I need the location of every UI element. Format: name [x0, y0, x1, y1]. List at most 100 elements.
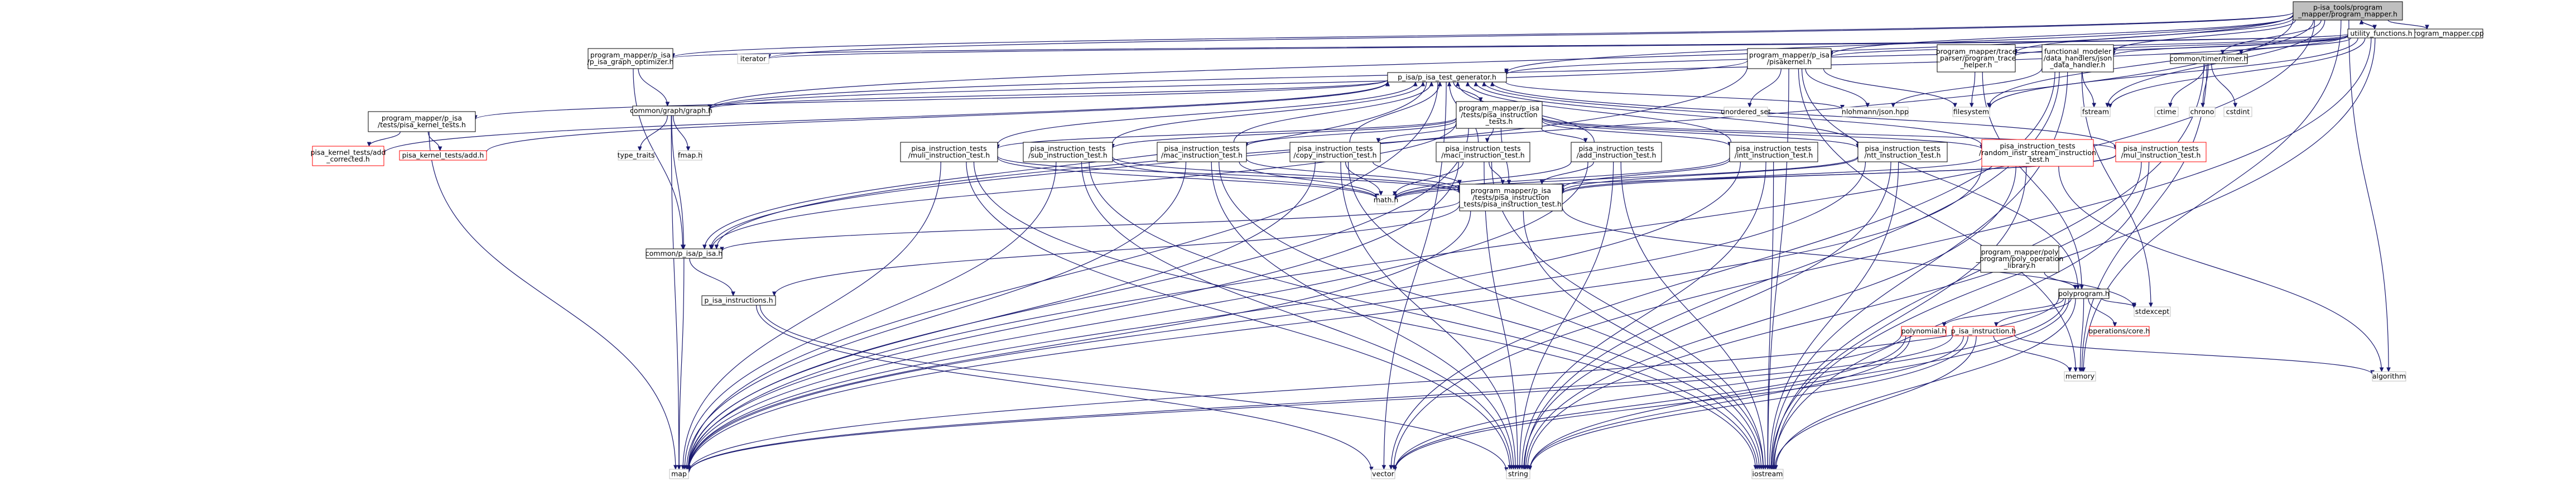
node-memory[interactable]: memory: [2064, 371, 2096, 382]
edge-add-to-string: [1520, 161, 1614, 469]
edge-root-to-algorithm: [2348, 20, 2389, 372]
node-mac[interactable]: pisa_instruction_tests/mac_instruction_t…: [1157, 142, 1247, 162]
node-pisa_instr_test[interactable]: program_mapper/p_isa/tests/pisa_instruct…: [1459, 184, 1563, 211]
node-label-timer-0: common/timer/timer.h: [2170, 55, 2248, 63]
node-ctime[interactable]: ctime: [2154, 107, 2179, 117]
edge-add-to-pisa_instr_test: [1542, 161, 1595, 184]
node-chrono[interactable]: chrono: [2189, 107, 2216, 117]
node-muli[interactable]: pisa_instruction_tests/muli_instruction_…: [900, 142, 998, 162]
node-box-kernel_tests: [368, 111, 476, 132]
node-unordered_set[interactable]: unordered_set: [1721, 107, 1771, 117]
node-map[interactable]: map: [669, 469, 689, 479]
edge-polyprogram-to-memory: [2080, 298, 2084, 372]
node-stdexcept[interactable]: stdexcept: [2134, 306, 2171, 317]
node-label-copy-0: pisa_instruction_tests: [1297, 145, 1373, 153]
node-polynomial[interactable]: polynomial.h: [1901, 326, 1947, 336]
node-label-ntt-0: pisa_instruction_tests: [1865, 145, 1940, 153]
node-add_corrected[interactable]: pisa_kernel_tests/add_corrected.h: [311, 146, 386, 166]
node-p_isa_instructions[interactable]: p_isa_instructions.h: [701, 295, 776, 306]
node-iterator[interactable]: iterator: [737, 54, 769, 64]
node-graph_opt[interactable]: program_mapper/p_isa/p_isa_graph_optimiz…: [588, 48, 674, 69]
node-box-memory: [2064, 371, 2096, 382]
node-add[interactable]: pisa_instruction_tests/add_instruction_t…: [1571, 142, 1662, 162]
edge-root-to-mapper_cpp: [2387, 20, 2427, 29]
edge-utility-to-graph_opt: [673, 33, 2348, 58]
node-kernel_tests[interactable]: program_mapper/p_isa/tests/pisa_kernel_t…: [368, 111, 476, 132]
edge-kernel_tests-to-map: [428, 131, 676, 469]
edge-p_isa_instruction-to-memory: [1993, 335, 2070, 372]
node-box-iterator: [737, 54, 769, 64]
node-vector[interactable]: vector: [1371, 469, 1395, 479]
node-timer[interactable]: common/timer/timer.h: [2170, 54, 2248, 64]
node-ntt[interactable]: pisa_instruction_tests/ntt_instruction_t…: [1857, 142, 1948, 162]
node-box-maci: [1436, 142, 1530, 162]
node-label-pisa_instr_test-2: _tests/pisa_instruction_test.h: [1460, 200, 1562, 208]
node-box-mul: [2115, 142, 2207, 162]
node-poly_lib[interactable]: program_mapper/poly_program/poly_operati…: [1976, 245, 2064, 273]
node-utility[interactable]: utility_functions.h: [2347, 28, 2415, 39]
node-json_handler[interactable]: functional_modeler/data_handlers/json_da…: [2041, 44, 2114, 73]
node-label-add_corrected-1: _corrected.h: [326, 155, 370, 163]
node-polyprogram[interactable]: polyprogram.h: [2058, 288, 2110, 299]
node-filesystem[interactable]: filesystem: [1952, 107, 1990, 117]
node-test_gen[interactable]: p_isa/p_isa_test_generator.h: [1387, 72, 1507, 83]
node-mul[interactable]: pisa_instruction_tests/mul_instruction_t…: [2115, 142, 2207, 162]
node-string[interactable]: string: [1506, 469, 1530, 479]
node-label-muli-1: /muli_instruction_test.h: [908, 151, 990, 160]
edge-instr_tests-to-intt: [1542, 121, 1730, 146]
node-box-intt: [1729, 142, 1818, 162]
edge-copy-to-map: [688, 161, 1316, 469]
node-random_mix[interactable]: pisa_instruction_tests/random_instr_stre…: [1979, 139, 2096, 167]
node-graph_h[interactable]: common/graph/graph.h: [630, 105, 712, 116]
edge-utility-to-root: [2361, 20, 2375, 30]
node-operations_core[interactable]: operations/core.h: [2089, 326, 2150, 336]
node-fmap[interactable]: fmap.h: [678, 150, 702, 161]
node-pisakernel[interactable]: program_mapper/p_isa/pisakernel.h: [1747, 48, 1832, 69]
edge-test_gen-to-p_isa_h: [705, 81, 1427, 249]
node-cstdint[interactable]: cstdint: [2223, 107, 2252, 117]
node-box-nlohmann: [1842, 107, 1909, 117]
edge-p_isa_instructions-to-string: [759, 305, 1506, 471]
node-label-polyprogram-0: polyprogram.h: [2058, 290, 2110, 298]
node-label-fstream-0: fstream: [2082, 108, 2109, 116]
node-label-json_handler-0: functional_modeler: [2044, 47, 2112, 56]
node-label-kernel_tests-1: /tests/pisa_kernel_tests.h: [378, 121, 466, 129]
node-box-chrono: [2189, 107, 2216, 117]
node-p_isa_h[interactable]: common/p_isa/p_isa.h: [646, 248, 723, 259]
node-iostream[interactable]: iostream: [1751, 469, 1784, 479]
node-box-fstream: [2081, 107, 2111, 117]
node-label-p_isa_instruction-0: p_isa_instruction.h: [1951, 327, 2016, 335]
node-kernel_add[interactable]: pisa_kernel_tests/add.h: [399, 150, 487, 161]
edge-p_isa_instructions-to-vector: [755, 305, 1371, 471]
node-algorithm[interactable]: algorithm: [2372, 371, 2406, 382]
edge-test_gen-to-instr_tests: [1453, 81, 1480, 102]
node-instr_tests[interactable]: program_mapper/p_isa/tests/pisa_instruct…: [1456, 101, 1543, 129]
edge-add-to-math: [1395, 161, 1572, 198]
edge-muli-to-math: [997, 157, 1377, 199]
edge-test_gen-to-map: [688, 81, 1438, 469]
node-maci[interactable]: pisa_instruction_tests/maci_instruction_…: [1436, 142, 1530, 162]
node-nlohmann[interactable]: nlohmann/json.hpp: [1842, 107, 1909, 117]
node-type_traits[interactable]: type_traits: [618, 150, 655, 161]
node-label-random_mix-2: _test.h: [2025, 155, 2049, 163]
node-math[interactable]: math.h: [1374, 195, 1399, 205]
node-label-intt-1: /intt_instruction_test.h: [1735, 151, 1813, 160]
node-mapper_cpp[interactable]: program_mapper.cpp: [2409, 28, 2484, 39]
edge-mac-to-iostream: [1219, 161, 1759, 469]
edge-utility-to-filesystem: [1990, 37, 2358, 108]
edge-polyprogram-to-polynomial: [1944, 298, 2064, 326]
edge-mac-to-test_gen: [1233, 82, 1431, 143]
node-label-instr_tests-0: program_mapper/p_isa: [1459, 104, 1539, 112]
node-label-mapper_cpp-0: program_mapper.cpp: [2409, 29, 2484, 37]
edge-p_isa_h-to-p_isa_instructions: [689, 258, 733, 296]
node-p_isa_instruction[interactable]: p_isa_instruction.h: [1951, 326, 2016, 336]
node-label-json_handler-2: _data_handler.h: [2049, 61, 2105, 69]
node-fstream[interactable]: fstream: [2081, 107, 2111, 117]
edge-trace_parser-to-filesystem: [1972, 71, 1976, 107]
edge-timer-to-cstdint: [2211, 63, 2236, 107]
node-intt[interactable]: pisa_instruction_tests/intt_instruction_…: [1729, 142, 1818, 162]
node-copy[interactable]: pisa_instruction_tests/copy_instruction_…: [1289, 142, 1381, 162]
node-trace_parser[interactable]: program_mapper/trace_parser/program_trac…: [1936, 44, 2017, 73]
node-root[interactable]: p-isa_tools/program_mapper/program_mappe…: [2293, 1, 2403, 21]
node-sub[interactable]: pisa_instruction_tests/sub_instruction_t…: [1023, 142, 1113, 162]
